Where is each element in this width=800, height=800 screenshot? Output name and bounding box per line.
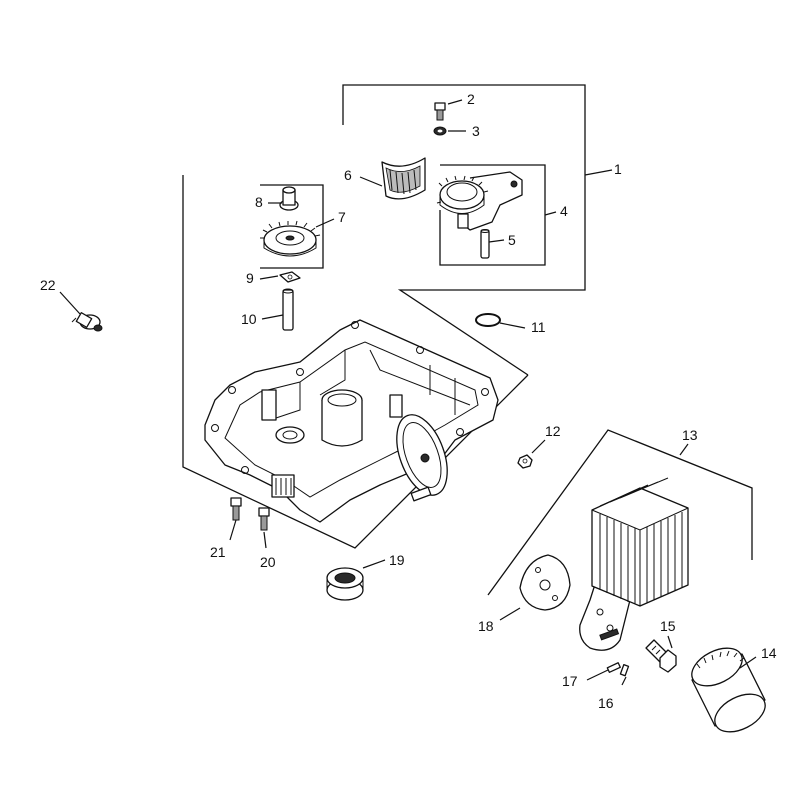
callout-21: 21 <box>210 544 226 560</box>
bolt-part-21 <box>230 497 242 521</box>
callout-labels: 1 2 3 4 5 6 7 8 9 10 11 12 13 14 15 16 1… <box>40 91 777 711</box>
callout-14: 14 <box>761 645 777 661</box>
callout-16: 16 <box>598 695 614 711</box>
leader-lines <box>59 99 757 686</box>
bolt-part-20 <box>258 507 270 531</box>
oil-pump-part-4 <box>436 171 523 231</box>
oil-seal-part-19 <box>326 567 364 601</box>
callout-3: 3 <box>472 123 480 139</box>
callout-19: 19 <box>389 552 405 568</box>
callout-1: 1 <box>614 161 622 177</box>
callout-13: 13 <box>682 427 698 443</box>
pin-part-17 <box>606 662 621 673</box>
callout-17: 17 <box>562 673 578 689</box>
callout-2: 2 <box>467 91 475 107</box>
nut-part-12 <box>517 454 533 469</box>
callout-8: 8 <box>255 194 263 210</box>
o-ring-part-11 <box>475 313 501 327</box>
callout-9: 9 <box>246 270 254 286</box>
shaft-part-10 <box>282 288 294 331</box>
shaft-part-8 <box>279 186 299 211</box>
callout-10: 10 <box>241 311 257 327</box>
callout-15: 15 <box>660 618 676 634</box>
gasket-part-18 <box>519 554 571 611</box>
oil-cooler-part-13 <box>579 477 689 651</box>
oil-filter-part-14 <box>691 647 766 733</box>
callout-11: 11 <box>531 319 546 335</box>
bolt-part-2 <box>434 102 446 121</box>
strainer-part-6 <box>381 157 426 200</box>
pin-part-5 <box>480 229 490 259</box>
callout-5: 5 <box>508 232 516 248</box>
callout-20: 20 <box>260 554 276 570</box>
callout-4: 4 <box>560 203 568 219</box>
callout-22: 22 <box>40 277 56 293</box>
oil-sump-housing <box>204 319 499 523</box>
sensor-part-22 <box>71 312 103 332</box>
gear-part-7 <box>260 220 321 257</box>
callout-12: 12 <box>545 423 561 439</box>
callout-7: 7 <box>338 209 346 225</box>
fitting-part-15 <box>645 639 677 673</box>
pump-cover-plate <box>396 414 448 502</box>
clip-part-9 <box>279 271 301 283</box>
washer-part-3 <box>433 126 447 136</box>
callout-18: 18 <box>478 618 494 634</box>
callout-6: 6 <box>344 167 352 183</box>
pin-part-16 <box>619 663 630 677</box>
